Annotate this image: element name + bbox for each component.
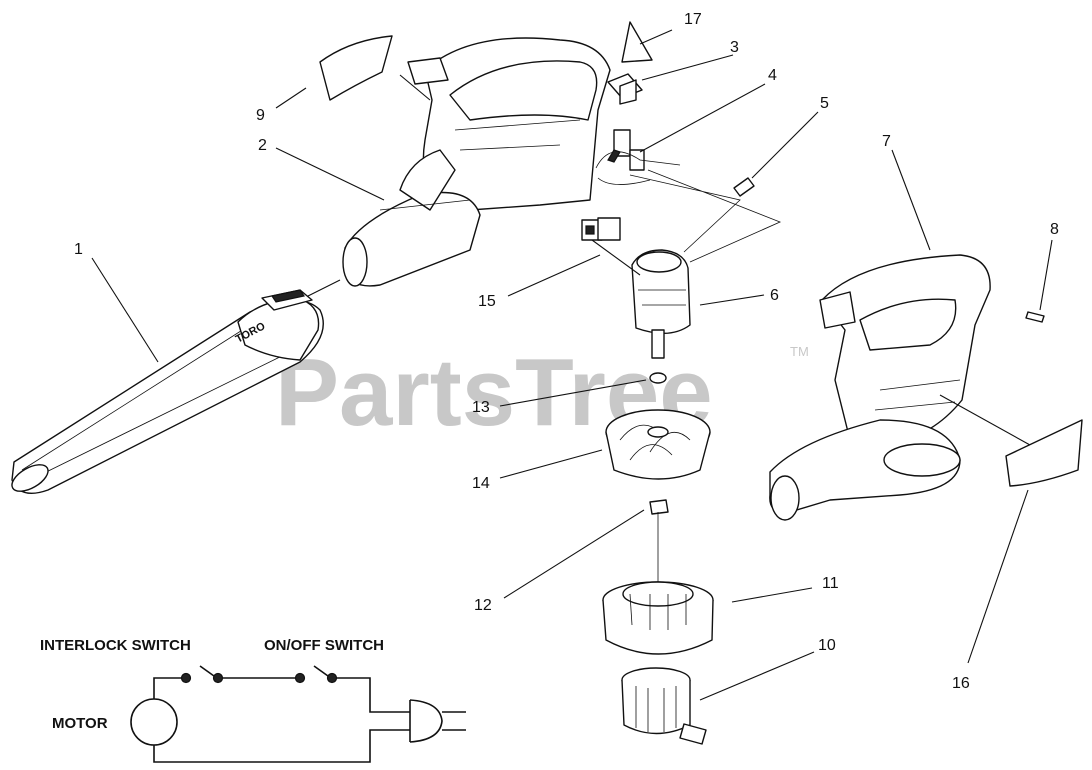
motor-label: MOTOR <box>52 715 108 732</box>
motor-symbol <box>130 698 178 746</box>
part-6-motor <box>631 249 691 359</box>
part-2-housing-left <box>342 37 611 287</box>
callout-1: 1 <box>74 241 83 258</box>
part-14-impeller <box>605 409 711 480</box>
part-8-screw <box>1025 311 1045 323</box>
callout-17: 17 <box>684 11 702 28</box>
callout-12: 12 <box>474 597 492 614</box>
callout-14: 14 <box>472 475 490 492</box>
part-11-fan-housing <box>602 581 714 655</box>
callout-5: 5 <box>820 95 829 112</box>
callout-15: 15 <box>478 293 496 310</box>
circuit-bottom-wire <box>153 729 410 763</box>
callout-6: 6 <box>770 287 779 304</box>
interlock-switch-symbol <box>180 665 224 684</box>
power-plug-symbol <box>409 699 466 743</box>
onoff-switch-label: ON/OFF SWITCH <box>264 637 384 654</box>
callout-16: 16 <box>952 675 970 692</box>
part-3-bracket <box>607 73 643 105</box>
part-5-screw <box>733 177 755 197</box>
part-4-switch <box>595 129 681 185</box>
callout-13: 13 <box>472 399 490 416</box>
callout-4: 4 <box>768 67 777 84</box>
part-7-assembled-blower <box>769 254 991 521</box>
part-17-label <box>621 21 653 63</box>
part-13-washer <box>649 372 667 384</box>
callout-10: 10 <box>818 637 836 654</box>
part-9-decal <box>319 35 393 101</box>
callout-7: 7 <box>882 133 891 150</box>
callout-3: 3 <box>730 39 739 56</box>
watermark-tm: TM <box>790 344 809 359</box>
interlock-switch-label: INTERLOCK SWITCH <box>40 637 191 654</box>
circuit-top-wire <box>153 677 410 713</box>
wiring-schematic: INTERLOCK SWITCH ON/OFF SWITCH MOTOR <box>40 637 466 763</box>
callout-9: 9 <box>256 107 265 124</box>
part-16-decal <box>1005 419 1083 487</box>
part-1-blower-tube: TORO <box>11 289 324 494</box>
callout-numbers: 1 2 3 4 5 6 7 8 9 10 11 12 13 14 15 16 1… <box>74 11 1059 692</box>
callout-2: 2 <box>258 137 267 154</box>
part-12-nut <box>649 499 669 515</box>
callout-8: 8 <box>1050 221 1059 238</box>
callout-11: 11 <box>822 575 839 592</box>
part-10-fan <box>621 667 707 745</box>
leader-lines <box>91 29 1053 701</box>
switch-motor-wires <box>629 169 782 263</box>
part-15-connector <box>581 217 621 241</box>
onoff-switch-symbol <box>294 665 338 684</box>
